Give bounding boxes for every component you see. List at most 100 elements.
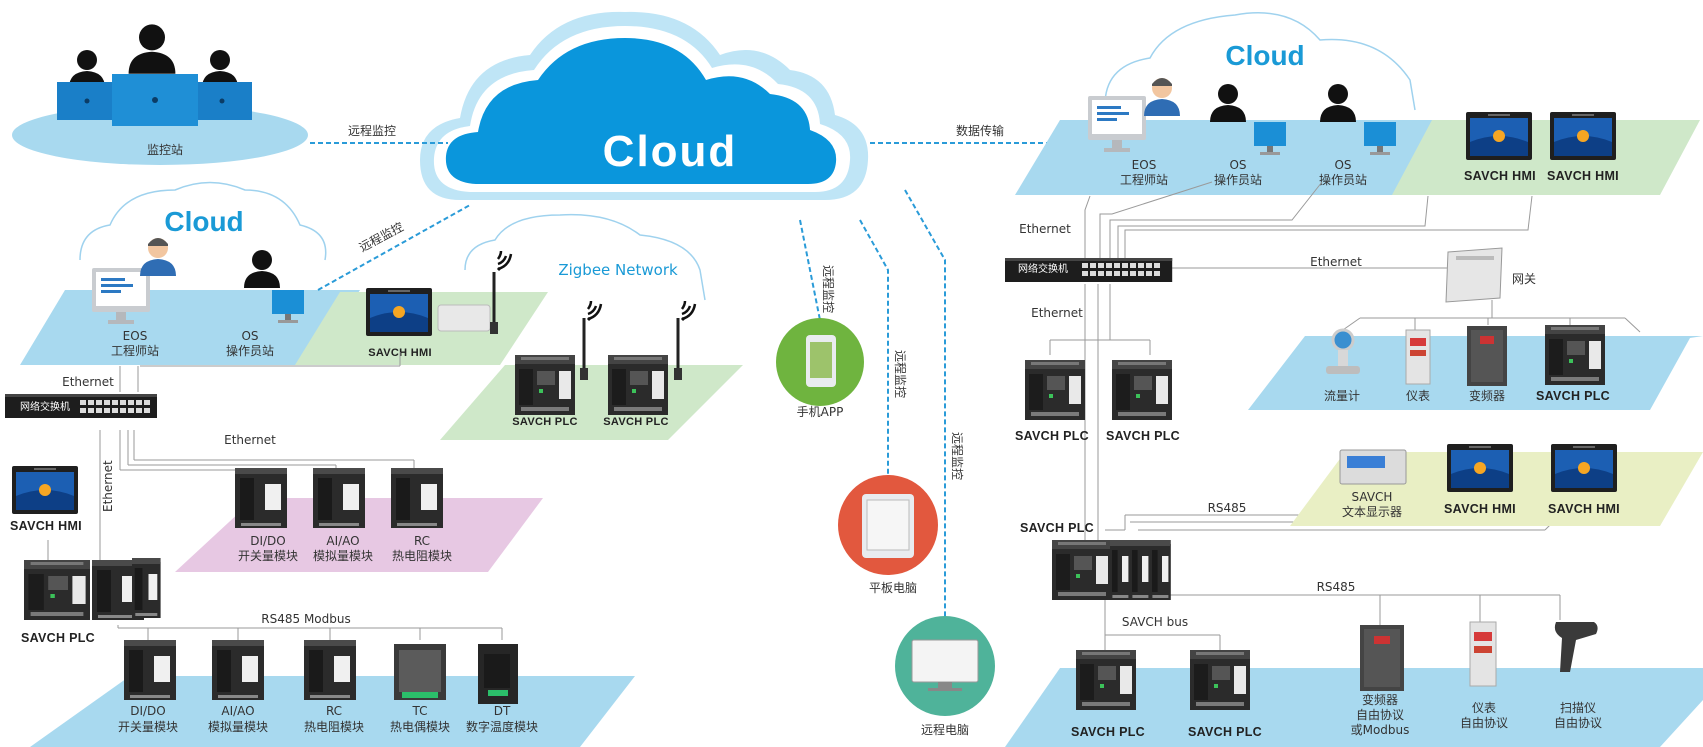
gateway-label: 网关: [1512, 272, 1536, 286]
meter-icon: [1405, 329, 1431, 385]
inverter-free-1: 变频器: [1362, 692, 1398, 707]
right-plc-bus-1: SAVCH PLC: [1071, 725, 1145, 739]
meter-free-2: 自由协议: [1460, 715, 1508, 730]
monitor-station-label: 监控站: [147, 143, 183, 157]
meter-icon: [1469, 621, 1497, 687]
lower-module-4-line1: TC: [411, 704, 427, 718]
hmi-gateway-group: SAVCH HMI: [295, 249, 548, 365]
inverter-free-3: 或Modbus: [1351, 723, 1410, 737]
text-display-line1: SAVCH: [1352, 490, 1393, 504]
inverter-icon: [1360, 625, 1404, 691]
right-hmi-top-2: SAVCH HMI: [1547, 169, 1619, 183]
hmi-icon: [366, 288, 432, 336]
lower-module-1-line2: 开关量模块: [118, 720, 178, 734]
zigbee-plc-icon-1: [515, 355, 575, 415]
left-os-line2: 操作员站: [226, 343, 274, 358]
upper-module-3-line2: 热电阻模块: [392, 549, 452, 563]
tablet-group: 平板电脑: [838, 475, 938, 595]
gateway-icon: [437, 304, 491, 332]
lower-module-4-line2: 热电偶模块: [390, 720, 450, 734]
savch-bus-label: SAVCH bus: [1122, 615, 1188, 629]
main-cloud-title: Cloud: [603, 127, 738, 176]
remote-monitor-c: 远程监控: [950, 432, 965, 480]
inverter-free-2: 自由协议: [1356, 707, 1404, 722]
zigbee-plc-icon-2: [608, 355, 668, 415]
right-cloud-title: Cloud: [1225, 40, 1304, 71]
hmi-icon: [12, 466, 78, 514]
left-main-plc: SAVCH PLC: [21, 558, 161, 645]
pc-icon: [911, 639, 979, 683]
meter-label: 仪表: [1406, 389, 1430, 403]
monitor-station-group: 监控站: [12, 24, 308, 165]
upper-module-1-line2: 开关量模块: [238, 549, 298, 563]
left-eos-line1: EOS: [123, 329, 148, 343]
lower-module-3-line1: RC: [326, 704, 342, 718]
wifi-icon: [496, 249, 513, 272]
lower-module-3-line2: 热电阻模块: [304, 720, 364, 734]
lower-module-5-line1: DT: [494, 704, 511, 718]
rs485-label-1: RS485: [1208, 501, 1247, 515]
phone-app-group: 手机APP: [776, 318, 864, 419]
phone-app-label: 手机APP: [797, 405, 844, 419]
lower-module-2-line2: 模拟量模块: [208, 720, 268, 734]
right-bottom-group: SAVCH PLC SAVCH PLC 变频器 自由协议 或Modbus 仪表 …: [1005, 621, 1703, 747]
rs485-modbus-label: RS485 Modbus: [261, 612, 350, 626]
data-transfer-label: 数据传输: [956, 123, 1004, 138]
left-ethernet-vertical: Ethernet: [101, 460, 115, 512]
right-ethernet-2: Ethernet: [1031, 306, 1083, 320]
scanner-free-1: 扫描仪: [1560, 701, 1596, 715]
right-eth-plcs: SAVCH PLC SAVCH PLC: [1015, 360, 1180, 443]
lower-module-5-line2: 数字温度模块: [466, 719, 538, 734]
main-cloud: Cloud: [420, 11, 869, 201]
standalone-hmi-label: SAVCH HMI: [10, 519, 82, 533]
upper-module-3-line1: RC: [414, 534, 430, 548]
remote-monitor-label-2: 远程监控: [356, 219, 405, 255]
right-main-plc-label: SAVCH PLC: [1020, 521, 1094, 535]
right-os1-line1: OS: [1229, 158, 1246, 172]
upper-module-2-line2: 模拟量模块: [313, 549, 373, 563]
rs485-label-2: RS485: [1317, 580, 1356, 594]
zigbee-plc-label-1: SAVCH PLC: [512, 416, 577, 428]
right-cloud-group: Cloud EOS 工程师站 OS 操作员站 OS 操作员站: [1015, 12, 1450, 195]
right-hmi-top-1: SAVCH HMI: [1464, 169, 1536, 183]
right-top-hmi-group: SAVCH HMI SAVCH HMI: [1392, 112, 1700, 195]
left-switch: 网络交换机: [5, 394, 157, 418]
scanner-free-2: 自由协议: [1554, 715, 1602, 730]
right-hmi-mid-2: SAVCH HMI: [1548, 502, 1620, 516]
standalone-hmi-group: SAVCH HMI: [10, 466, 82, 533]
left-switch-label: 网络交换机: [20, 400, 70, 413]
right-os2-line1: OS: [1334, 158, 1351, 172]
left-os-line1: OS: [241, 329, 258, 343]
left-main-plc-label: SAVCH PLC: [21, 631, 95, 645]
flowmeter-label: 流量计: [1324, 389, 1360, 403]
lower-module-1-line1: DI/DO: [130, 704, 166, 718]
zigbee-group: Zigbee Network SAVCH PLC SAVCH PLC: [440, 213, 743, 440]
text-display-line2: 文本显示器: [1342, 504, 1402, 519]
left-ethernet-2: Ethernet: [224, 433, 276, 447]
upper-module-2-line1: AI/AO: [326, 534, 359, 548]
lower-module-2-line1: AI/AO: [221, 704, 254, 718]
person-color-icon: [140, 238, 176, 276]
os-person-icon: [244, 250, 280, 288]
right-gateway-group: 网关: [1445, 247, 1536, 303]
upper-module-1-line1: DI/DO: [250, 534, 286, 548]
lower-modules-group: DI/DO 开关量模块 AI/AO 模拟量模块 RC 热电阻模块 TC 热电偶模…: [30, 640, 635, 747]
right-os2-line2: 操作员站: [1319, 172, 1367, 187]
text-display-hmi-group: SAVCH 文本显示器 SAVCH HMI SAVCH HMI: [1290, 444, 1703, 526]
left-ethernet-1: Ethernet: [62, 375, 114, 389]
right-plc-gateway-label: SAVCH PLC: [1536, 389, 1610, 403]
zigbee-title: Zigbee Network: [558, 261, 678, 279]
right-eos-line1: EOS: [1132, 158, 1157, 172]
right-os1-line2: 操作员站: [1214, 172, 1262, 187]
person-icon: [128, 24, 176, 74]
person-color-icon: [1144, 78, 1180, 116]
remote-pc-label: 远程电脑: [921, 722, 969, 737]
zigbee-plc-label-2: SAVCH PLC: [603, 416, 668, 428]
inverter-label: 变频器: [1469, 388, 1505, 403]
gateway-icon: [1445, 247, 1503, 303]
upper-modules-group: DI/DO 开关量模块 AI/AO 模拟量模块 RC 热电阻模块: [175, 468, 543, 572]
remote-monitor-a: 远程监控: [821, 265, 836, 313]
plc-icon: [24, 560, 90, 620]
right-ethernet-1: Ethernet: [1019, 222, 1071, 236]
